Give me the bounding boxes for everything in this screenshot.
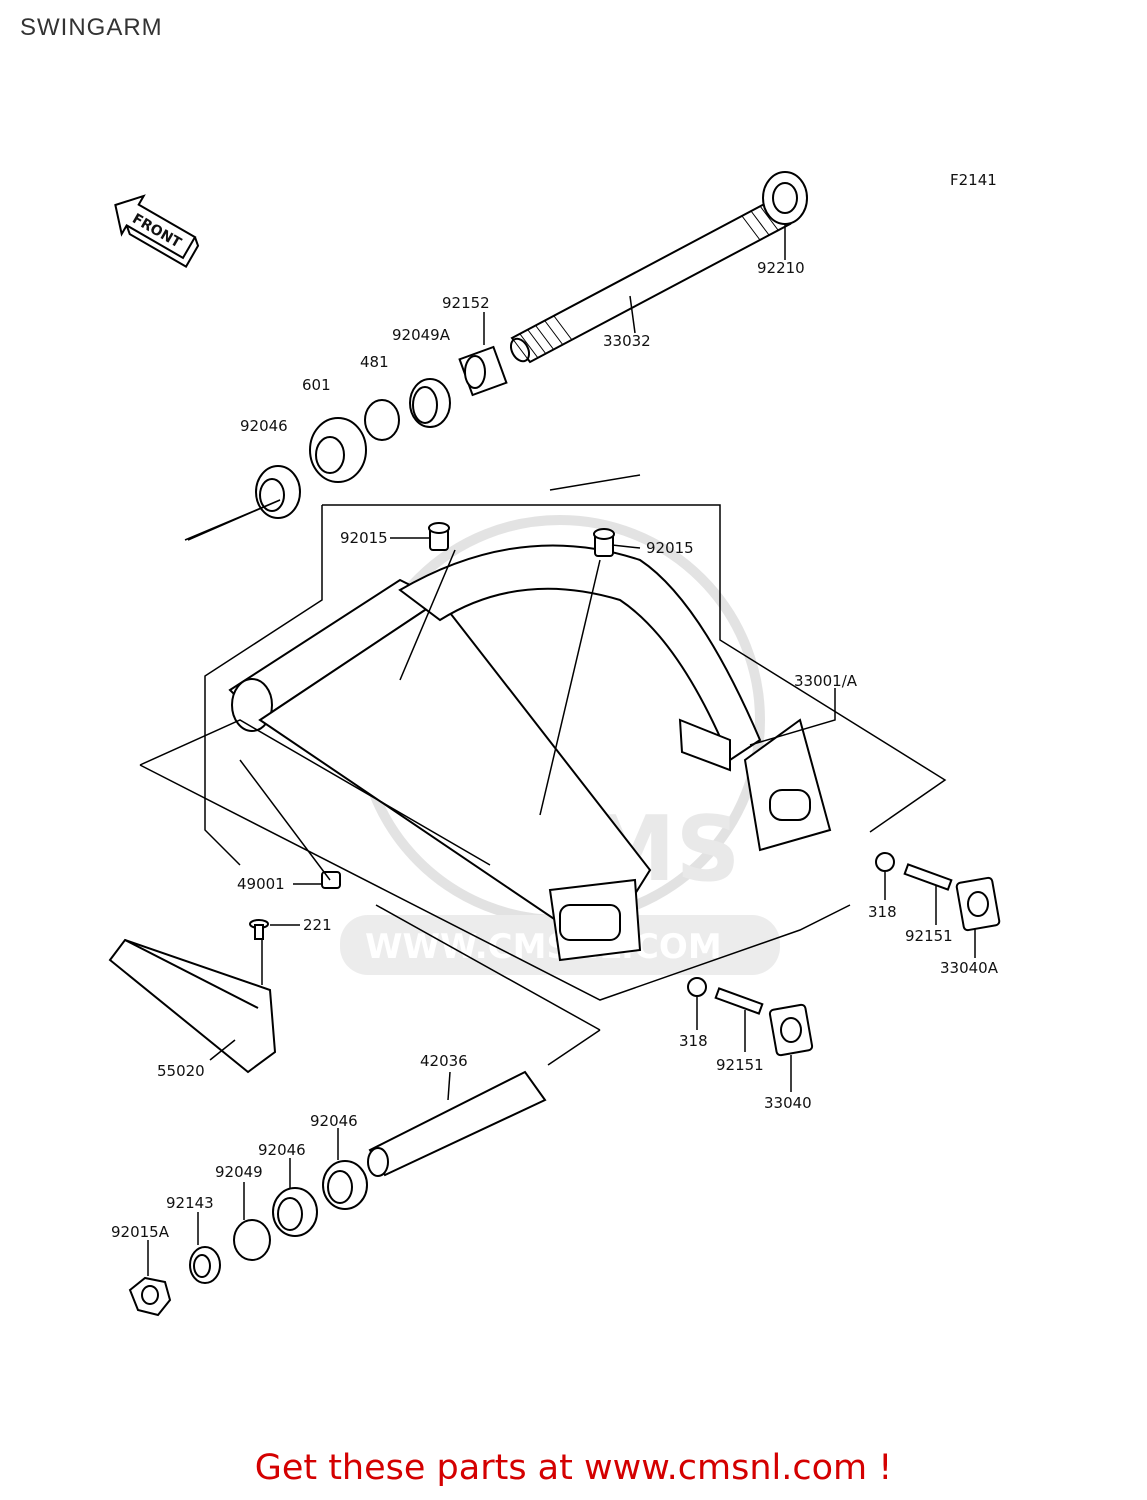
part-label: 42036 [420, 1052, 468, 1070]
part-label: 33040A [940, 959, 999, 977]
part-label: 92015 [646, 539, 694, 557]
part-label: 92046 [240, 417, 288, 435]
part-label: 92015A [111, 1223, 170, 1241]
cta-link[interactable]: Get these parts at www.cmsnl.com ! [254, 1448, 893, 1488]
pivot-shaft [509, 198, 792, 364]
part-label: 33040 [764, 1094, 812, 1112]
bearing-stack-bottom [128, 1070, 547, 1317]
part-label: 92046 [258, 1141, 306, 1159]
part-label: 92049A [392, 326, 451, 344]
part-label: 601 [302, 376, 331, 394]
part-label: 318 [679, 1032, 708, 1050]
nut-92210-icon [762, 171, 808, 225]
part-label: 92015 [340, 529, 388, 547]
part-label: 92152 [442, 294, 490, 312]
swingarm-diagram: CMS WWW.CMSNL.COM F2141 FRONT [108, 171, 1001, 1317]
page-title: SWINGARM [20, 14, 163, 41]
part-label: 221 [303, 916, 332, 934]
part-label: 55020 [157, 1062, 205, 1080]
front-arrow-icon: FRONT [114, 194, 200, 268]
part-label: 33001/A [794, 672, 858, 690]
part-label: 92046 [310, 1112, 358, 1130]
part-label: 92210 [757, 259, 805, 277]
leader-lines [139, 224, 976, 1276]
cta-banner[interactable]: Get these parts at www.cmsnl.com ! [0, 1448, 1147, 1488]
part-label: 49001 [237, 875, 285, 893]
part-label: 92151 [905, 927, 953, 945]
figure-code: F2141 [950, 171, 997, 189]
part-label: 92143 [166, 1194, 214, 1212]
bearing-stack-top [255, 345, 508, 519]
part-label: 481 [360, 353, 389, 371]
grease-nipples [428, 522, 615, 557]
part-label: 92049 [215, 1163, 263, 1181]
part-label: 92151 [716, 1056, 764, 1074]
watermark-url: WWW.CMSNL.COM [365, 927, 722, 967]
chain-adjusters [687, 852, 1001, 1057]
swingarm-body [228, 544, 832, 962]
part-label: 33032 [603, 332, 651, 350]
chain-guard [108, 938, 277, 1074]
part-label: 318 [868, 903, 897, 921]
